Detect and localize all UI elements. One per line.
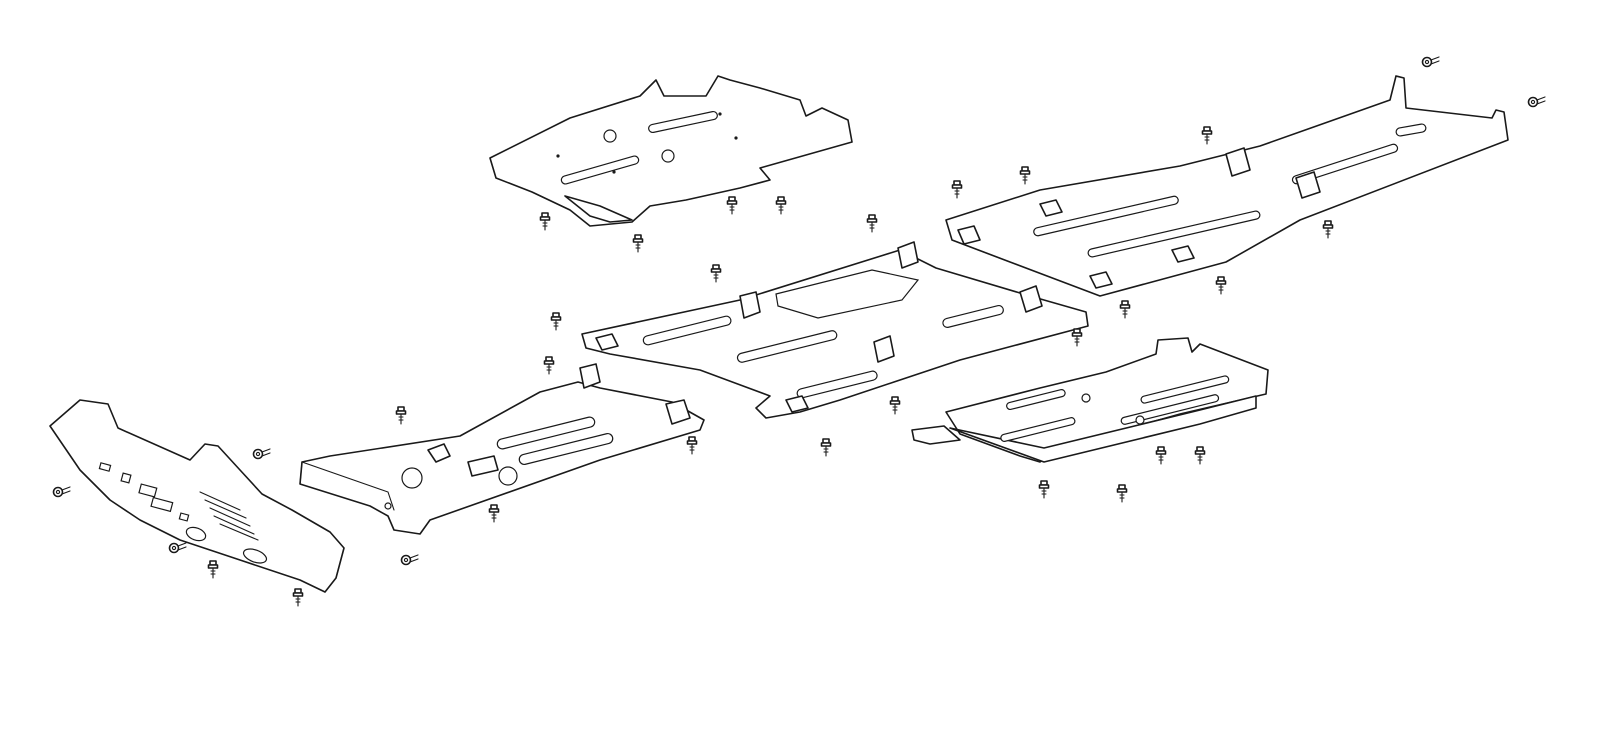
bolt-icon [1215, 276, 1227, 295]
upper-center-plate [489, 75, 853, 227]
bolt-icon [1194, 446, 1206, 465]
bolt-icon [866, 214, 878, 233]
bolt-icon [1019, 166, 1031, 185]
bolt-icon [1421, 56, 1440, 68]
bolt-icon [52, 486, 71, 498]
bolt-icon [550, 312, 562, 331]
bolt-icon [775, 196, 787, 215]
bolt-icon [686, 436, 698, 455]
bolt-icon [726, 196, 738, 215]
bolt-icon [1527, 96, 1546, 108]
bolt-icon [1119, 300, 1131, 319]
rear-frame-plate [945, 75, 1509, 297]
right-footwell-plate [911, 337, 1269, 463]
center-frame-plate [581, 241, 1089, 419]
bolt-icon [395, 406, 407, 425]
bolt-icon [539, 212, 551, 231]
bolt-icon [889, 396, 901, 415]
bolt-icon [1201, 126, 1213, 145]
bolt-icon [1155, 446, 1167, 465]
bolt-icon [951, 180, 963, 199]
bolt-icon [1071, 328, 1083, 347]
bolt-icon [1116, 484, 1128, 503]
bolt-icon [488, 504, 500, 523]
bolt-icon [1322, 220, 1334, 239]
bolt-icon [168, 542, 187, 554]
bolt-icon [252, 448, 271, 460]
bolt-icon [820, 438, 832, 457]
bolt-icon [292, 588, 304, 607]
bolt-icon [400, 554, 419, 566]
bolt-icon [543, 356, 555, 375]
bolt-icon [632, 234, 644, 253]
front-bumper-guard [49, 399, 345, 593]
bolt-icon [207, 560, 219, 579]
bolt-icon [1038, 480, 1050, 499]
front-frame-plate [299, 363, 705, 535]
bolt-icon [710, 264, 722, 283]
